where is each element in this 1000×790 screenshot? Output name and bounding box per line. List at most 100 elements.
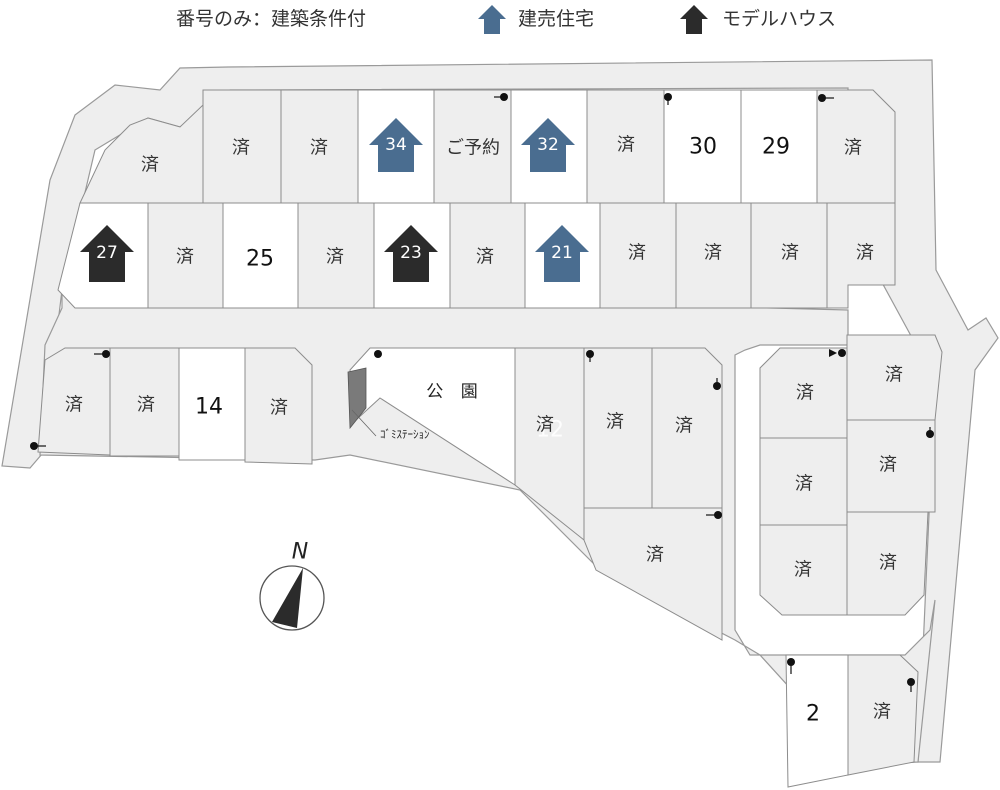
- lot-bottom-2[interactable]: [847, 654, 919, 776]
- lot-center-3[interactable]: [651, 347, 723, 509]
- entrance-dot-icon: [664, 93, 672, 101]
- built-house-legend-icon: [478, 5, 506, 34]
- lot-label: 34: [385, 135, 407, 155]
- compass: N: [259, 540, 325, 631]
- lot-center-1[interactable]: [514, 347, 585, 542]
- lot-label: 23: [400, 243, 422, 263]
- lot-label: 済: [270, 398, 288, 419]
- lot-row2-9[interactable]: [675, 202, 752, 309]
- lot-label: 済: [176, 247, 194, 268]
- entrance-dot-icon: [907, 678, 915, 686]
- lot-right-3[interactable]: [759, 437, 848, 526]
- lot-row2-3[interactable]: [222, 202, 299, 309]
- lot-label: 済: [65, 395, 83, 416]
- entrance-dot-icon: [787, 658, 795, 666]
- center-block-lots: [514, 347, 723, 641]
- lot-top-2[interactable]: [202, 89, 282, 204]
- entrance-arrow-icon: [829, 349, 837, 357]
- lot-right-5[interactable]: [759, 524, 848, 616]
- lot-label: 30: [689, 135, 717, 160]
- lot-left-4[interactable]: [244, 347, 313, 465]
- lot-label: 済: [704, 243, 722, 264]
- lot-left-3[interactable]: [178, 347, 246, 461]
- built-house-icon: [521, 118, 575, 172]
- legend: 番号のみ：建築条件付 建売住宅 モデルハウス: [176, 5, 836, 34]
- entrance-dot-icon: [586, 350, 594, 358]
- lot-top-10[interactable]: [816, 89, 896, 204]
- lot-row2-10[interactable]: [750, 202, 828, 309]
- garbage-station-label: ｺﾞﾐｽﾃｰｼｮﾝ: [380, 428, 430, 441]
- lot-label: 済: [885, 365, 903, 386]
- lot-label: 済: [536, 415, 554, 436]
- ghost-lot-number: 12: [536, 418, 564, 443]
- center-block-labels: 12 済 済 済 済: [536, 412, 693, 566]
- house-icons: [80, 118, 589, 282]
- top-row-labels: 済 済 済 34 ご予約 32 済 30 29 済: [141, 135, 862, 176]
- lot-label: 2: [806, 702, 820, 727]
- legend-built-label: 建売住宅: [518, 8, 594, 30]
- lot-label: 済: [844, 138, 862, 159]
- park-label: 公 園: [426, 382, 483, 402]
- entrance-dot-icon: [713, 382, 721, 390]
- lot-label: 27: [96, 243, 118, 263]
- entrance-dot-icon: [818, 94, 826, 102]
- entrance-dot-icon: [838, 349, 846, 357]
- built-house-icon: [535, 225, 589, 282]
- lot-label: 済: [794, 560, 812, 581]
- second-row-labels: 27 済 25 済 23 済 21 済 済 済 済: [96, 243, 874, 272]
- lot-label: 済: [141, 155, 159, 176]
- lot-label: 済: [606, 412, 624, 433]
- lot-label: 21: [551, 243, 573, 263]
- garbage-station-leader-line: [351, 409, 377, 437]
- lot-label: 済: [628, 243, 646, 264]
- compass-north-arrow-icon: [272, 568, 303, 628]
- entrance-markers: [30, 93, 934, 692]
- lot-row2-6[interactable]: [449, 202, 526, 309]
- lot-top-8[interactable]: [663, 89, 742, 204]
- lot-top-7[interactable]: [586, 89, 665, 204]
- lot-label: 済: [795, 474, 813, 495]
- right-block-lots: [759, 334, 943, 616]
- lot-label: 済: [796, 383, 814, 404]
- lot-center-4[interactable]: [583, 507, 723, 641]
- lot-label: 32: [537, 135, 559, 155]
- entrance-dot-icon: [102, 350, 110, 358]
- compass-north-label: N: [292, 540, 308, 565]
- lot-center-2[interactable]: [583, 347, 653, 509]
- lot-label: 25: [246, 247, 274, 272]
- lot-label: 14: [195, 395, 223, 420]
- right-block-labels: 済 済 済 済 済 済: [794, 365, 903, 581]
- lot-label: 済: [476, 247, 494, 268]
- entrance-dot-icon: [374, 350, 382, 358]
- lot-row2-4[interactable]: [297, 202, 375, 309]
- left-block-lots: [37, 347, 313, 465]
- lot-right-6[interactable]: [846, 511, 929, 616]
- garbage-station-marker: [347, 367, 367, 430]
- lot-label: 済: [856, 243, 874, 264]
- entrance-dot-icon: [714, 511, 722, 519]
- lot-label: 済: [873, 702, 891, 723]
- lot-label: 済: [310, 138, 328, 159]
- left-block-labels: 済 済 14 済: [65, 395, 288, 420]
- lot-label: 済: [326, 247, 344, 268]
- lot-row2-11[interactable]: [826, 202, 896, 309]
- legend-model-label: モデルハウス: [722, 8, 836, 30]
- entrance-dot-icon: [500, 93, 508, 101]
- lot-row2-2[interactable]: [147, 202, 224, 309]
- lot-top-9[interactable]: [740, 89, 818, 204]
- legend-condition-label: 番号のみ：建築条件付: [176, 8, 366, 30]
- lot-left-1[interactable]: [37, 347, 111, 456]
- lot-label: 済: [675, 416, 693, 437]
- entrance-dot-icon: [30, 442, 38, 450]
- lot-label: 済: [879, 455, 897, 476]
- lot-label: 済: [879, 553, 897, 574]
- lot-label: 済: [617, 135, 635, 156]
- model-house-icon: [384, 225, 438, 282]
- lot-row2-8[interactable]: [599, 202, 677, 309]
- entrance-dot-icon: [926, 430, 934, 438]
- bottom-lots: [785, 654, 919, 788]
- bottom-labels: 2 済: [806, 702, 891, 727]
- model-house-icon: [80, 225, 134, 282]
- lot-right-2[interactable]: [846, 334, 943, 421]
